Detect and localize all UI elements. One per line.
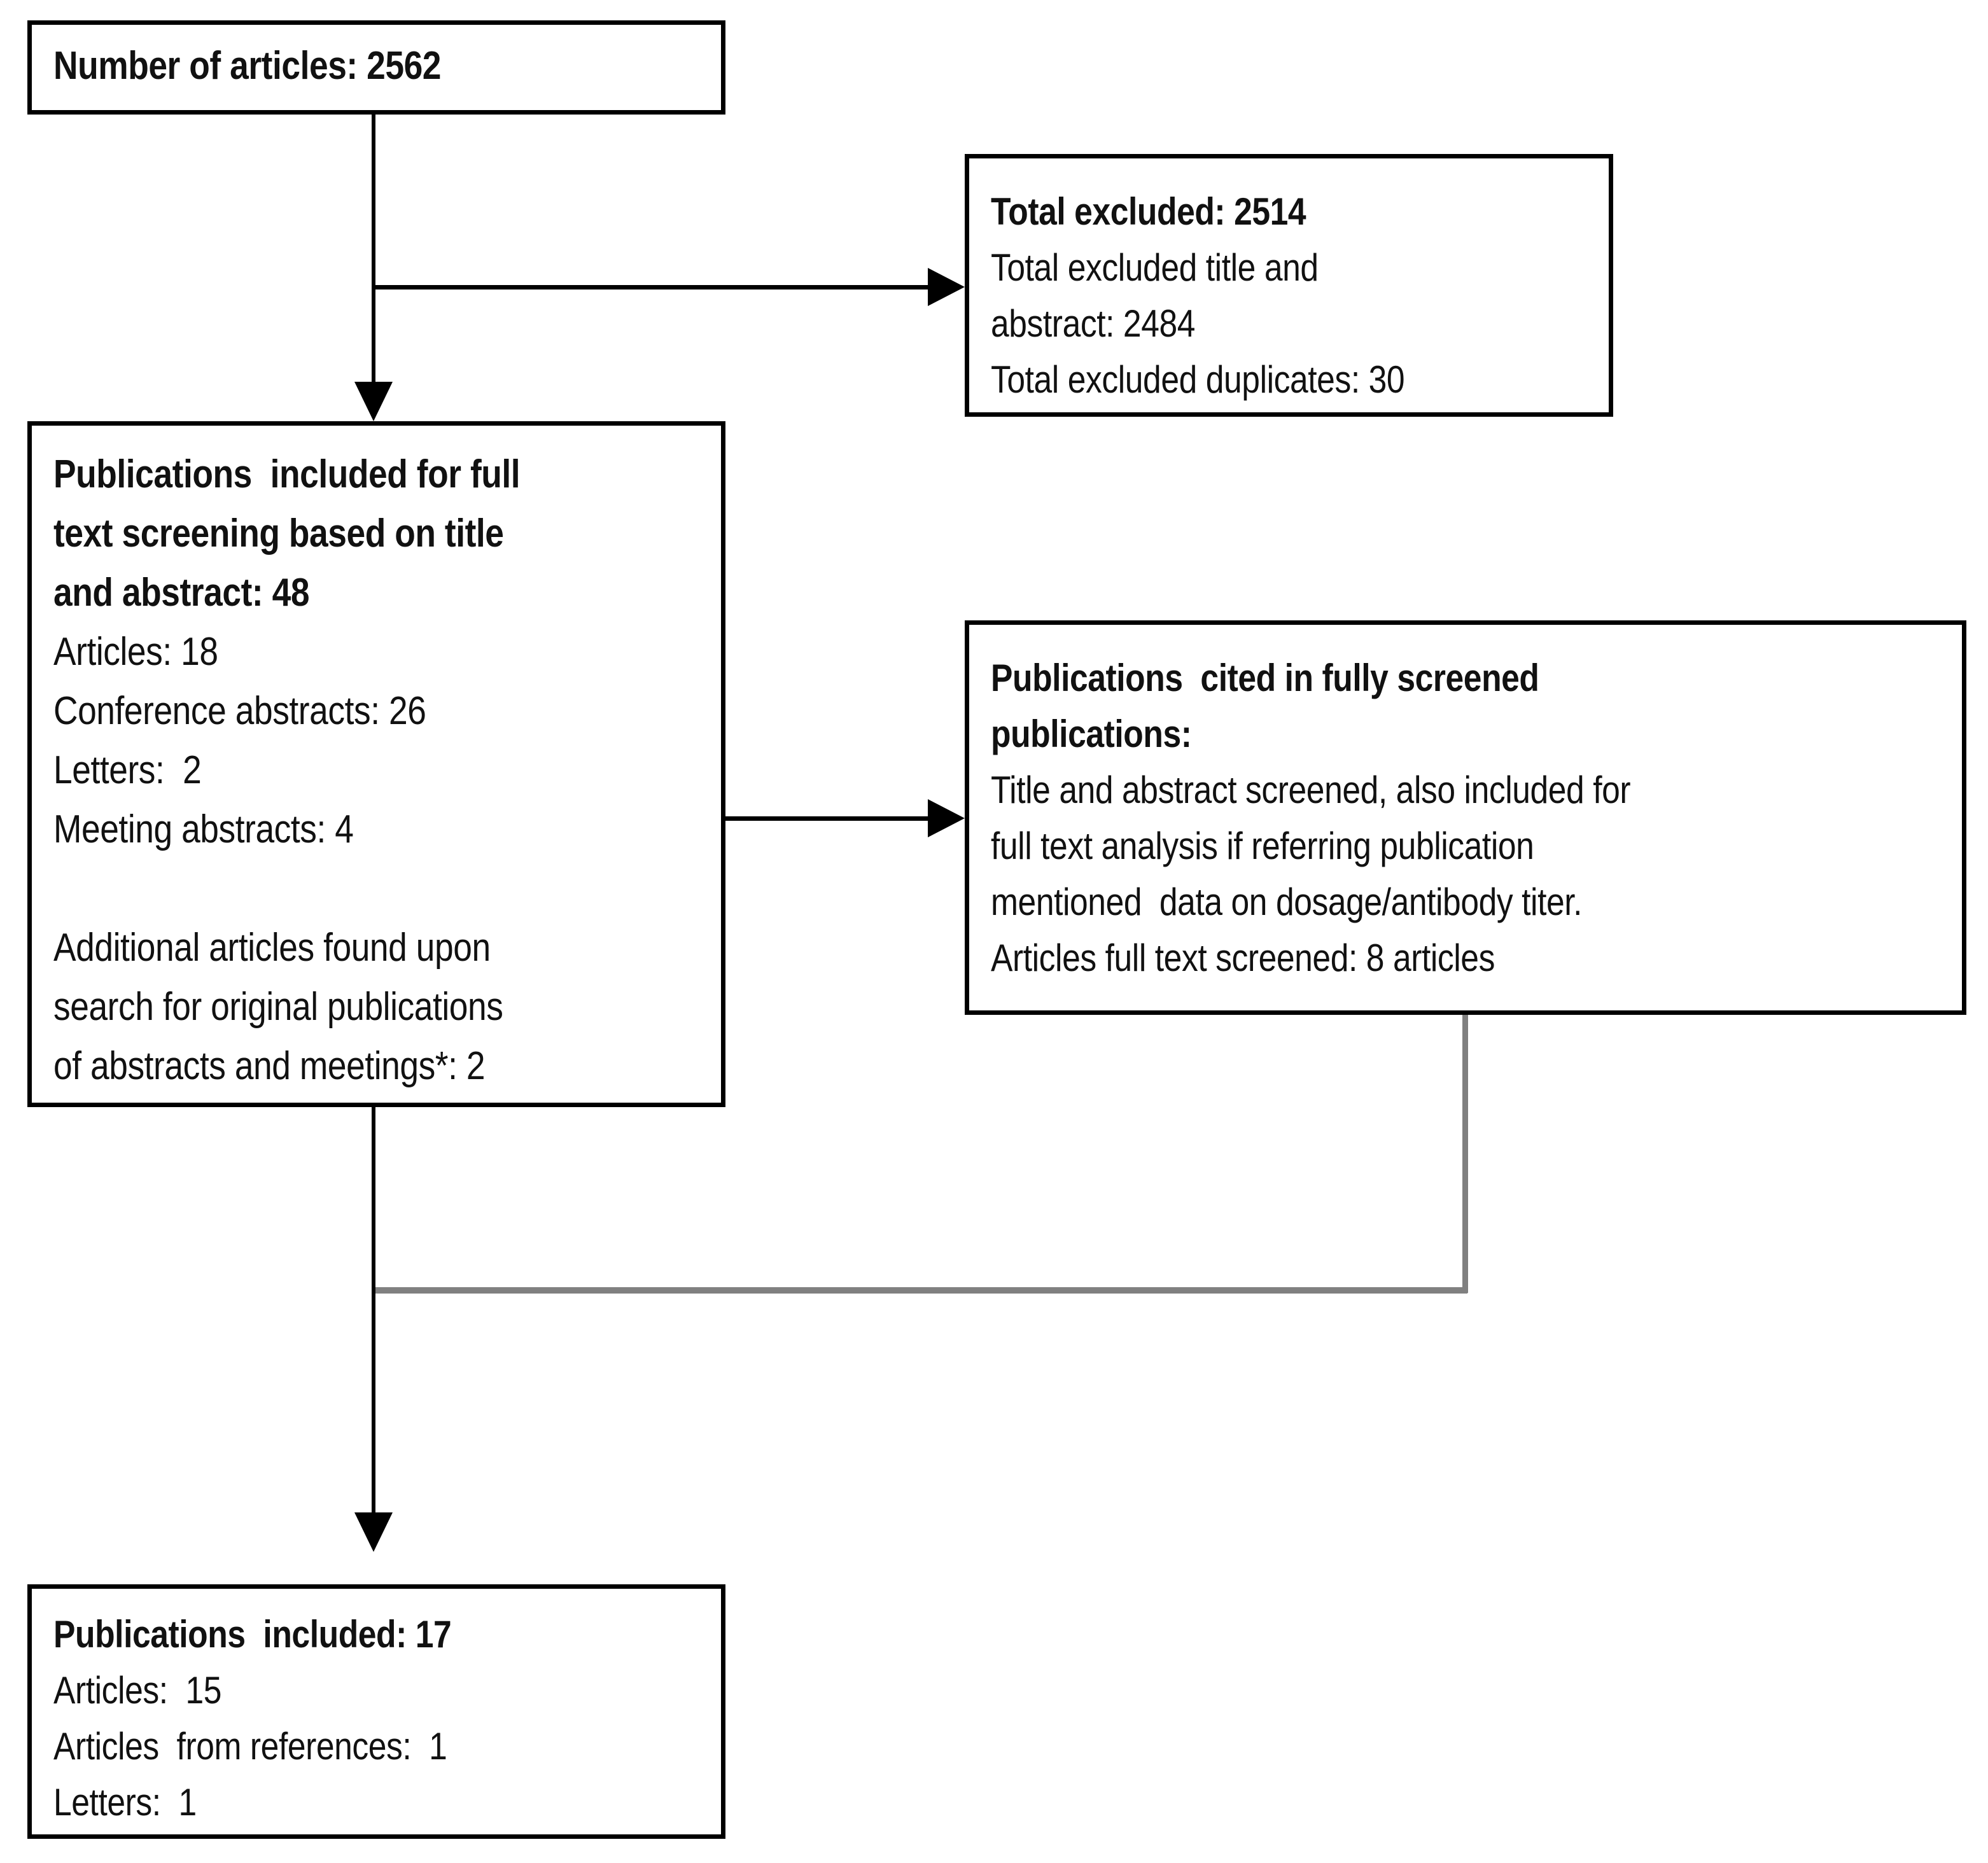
node-total-excluded-line-1: Total excluded title and <box>991 246 1319 289</box>
node-full-text-line-2: and abstract: 48 <box>53 571 310 615</box>
node-full-text-screening: Publications included for full text scre… <box>27 421 725 1107</box>
node-cited-line-5: Articles full text screened: 8 articles <box>991 937 1495 979</box>
connector-articles-to-fulltext-vertical <box>372 115 375 415</box>
node-full-text-line-0: Publications included for full <box>53 452 521 496</box>
node-full-text-line-4: Conference abstracts: 26 <box>53 689 426 733</box>
node-full-text-line-10: of abstracts and meetings*: 2 <box>53 1044 486 1088</box>
node-cited-line-0: Publications cited in fully screened <box>991 657 1539 699</box>
node-total-excluded-line-3: Total excluded duplicates: 30 <box>991 358 1405 401</box>
connector-articles-to-excluded-horizontal <box>372 285 932 290</box>
connector-fulltext-to-included-vertical <box>372 1107 375 1546</box>
node-cited-line-1: publications: <box>991 713 1192 755</box>
node-included-line-0: Publications included: 17 <box>53 1613 452 1656</box>
node-included-line-2: Articles from references: 1 <box>53 1725 447 1768</box>
node-full-text-line-9: search for original publications <box>53 985 503 1029</box>
connector-cited-feedback-vertical <box>1462 1012 1468 1293</box>
node-full-text-line-3: Articles: 18 <box>53 630 218 674</box>
node-cited-line-3: full text analysis if referring publicat… <box>991 825 1534 867</box>
node-cited-publications: Publications cited in fully screened pub… <box>965 620 1966 1015</box>
node-full-text-line-8: Additional articles found upon <box>53 926 491 970</box>
node-cited-line-2: Title and abstract screened, also includ… <box>991 769 1631 811</box>
arrowhead-down-to-fulltext-icon <box>354 382 393 421</box>
connector-fulltext-to-cited-horizontal <box>725 816 935 821</box>
node-full-text-line-5: Letters: 2 <box>53 748 202 792</box>
node-total-articles-line-0: Number of articles: 2562 <box>53 44 442 88</box>
node-total-excluded-line-0: Total excluded: 2514 <box>991 190 1306 233</box>
arrowhead-right-to-cited-icon <box>928 799 965 837</box>
node-full-text-line-7 <box>53 859 611 918</box>
node-full-text-line-6: Meeting abstracts: 4 <box>53 807 354 851</box>
arrowhead-right-to-excluded-icon <box>928 268 965 306</box>
node-total-excluded-line-2: abstract: 2484 <box>991 302 1195 345</box>
node-total-articles: Number of articles: 2562 <box>27 20 725 115</box>
node-included-line-1: Articles: 15 <box>53 1669 221 1712</box>
node-publications-included: Publications included: 17 Articles: 15 A… <box>27 1584 725 1839</box>
arrowhead-down-to-included-icon <box>354 1512 393 1552</box>
node-cited-line-4: mentioned data on dosage/antibody titer. <box>991 881 1583 923</box>
connector-cited-feedback-horizontal <box>372 1287 1467 1294</box>
node-total-excluded: Total excluded: 2514 Total excluded titl… <box>965 154 1613 417</box>
node-full-text-line-1: text screening based on title <box>53 512 504 555</box>
node-included-line-3: Letters: 1 <box>53 1781 197 1824</box>
